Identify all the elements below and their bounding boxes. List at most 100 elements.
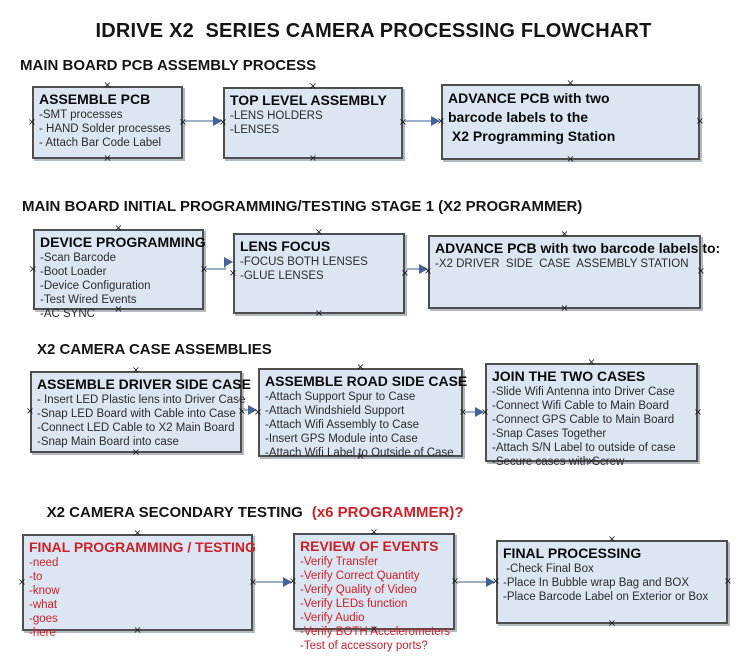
connection-anchor-icon[interactable]: × xyxy=(114,304,123,315)
connector-arrow[interactable] xyxy=(185,120,214,122)
flow-box-lens-focus[interactable]: × × × × LENS FOCUS -FOCUS BOTH LENSES -G… xyxy=(229,228,409,319)
box-text-line: barcode labels to the xyxy=(448,109,589,125)
connection-anchor-icon[interactable]: × xyxy=(458,406,468,418)
box-item: -Verify Transfer xyxy=(300,556,378,568)
flow-box-top-level-assembly[interactable]: × × × × TOP LEVEL ASSEMBLY -LENS HOLDERS… xyxy=(219,82,407,164)
connection-anchor-icon[interactable]: × xyxy=(436,116,446,127)
flow-box-assemble-road-side-case[interactable]: × × × × ASSEMBLE ROAD SIDE CASE -Attach … xyxy=(254,363,467,462)
connection-anchor-icon[interactable]: × xyxy=(398,117,408,128)
box-item: -Verify BOTH Accelerometers xyxy=(300,626,451,638)
flow-box-final-programming-testing[interactable]: × × × × FINAL PROGRAMMING / TESTING -nee… xyxy=(18,529,257,640)
connection-anchor-icon[interactable]: × xyxy=(308,153,318,164)
connection-anchor-icon[interactable]: × xyxy=(560,303,569,314)
flow-box-assemble-pcb[interactable]: × × × × ASSEMBLE PCB -SMT processes - HA… xyxy=(28,81,187,164)
section-heading-secondary-testing: X2 CAMERA SECONDARY TESTING(x6 PROGRAMME… xyxy=(30,487,464,538)
connection-anchor-icon[interactable]: × xyxy=(178,116,188,128)
connection-anchor-icon[interactable]: × xyxy=(566,78,575,89)
flow-box-final-processing[interactable]: × × × × FINAL PROCESSING -Check Final Bo… xyxy=(492,535,732,629)
flow-box-review-of-events[interactable]: × × × × REVIEW OF EVENTS -Verify Transfe… xyxy=(289,528,459,653)
connection-anchor-icon[interactable]: × xyxy=(369,527,379,538)
box-item: -GLUE LENSES xyxy=(240,270,324,282)
connection-anchor-icon[interactable]: × xyxy=(491,576,501,587)
connection-anchor-icon[interactable]: × xyxy=(253,406,263,418)
connection-anchor-icon[interactable]: × xyxy=(237,406,247,417)
box-item: -Attach Wifi Label to Outside of Case xyxy=(265,447,454,459)
box-item: -Boot Loader xyxy=(40,266,107,278)
connection-anchor-icon[interactable]: × xyxy=(17,576,27,588)
connection-anchor-icon[interactable]: × xyxy=(356,362,365,373)
connection-anchor-icon[interactable]: × xyxy=(314,227,324,238)
arrowhead-icon xyxy=(283,577,292,587)
connection-anchor-icon[interactable]: × xyxy=(27,116,37,128)
connection-anchor-icon[interactable]: × xyxy=(314,308,324,319)
connector-arrow[interactable] xyxy=(457,581,487,583)
connection-anchor-icon[interactable]: × xyxy=(480,406,490,418)
box-item: -Snap Cases Together xyxy=(492,428,607,440)
connection-anchor-icon[interactable]: × xyxy=(587,456,596,467)
connection-anchor-icon[interactable]: × xyxy=(131,447,141,458)
box-item: -Place In Bubble wrap Bag and BOX xyxy=(503,577,690,589)
connection-anchor-icon[interactable]: × xyxy=(133,625,142,636)
box-item: -Scan Barcode xyxy=(40,252,117,264)
box-item: -Connect Wifi Cable to Main Board xyxy=(492,400,670,412)
connection-anchor-icon[interactable]: × xyxy=(566,154,575,165)
connection-anchor-icon[interactable]: × xyxy=(400,267,410,279)
box-title: ADVANCE PCB with two barcode labels to: xyxy=(435,240,721,256)
box-text-line: X2 Programming Station xyxy=(448,128,616,144)
box-item: -SMT processes xyxy=(39,109,123,121)
arrowhead-icon xyxy=(419,264,428,274)
box-title: ASSEMBLE DRIVER SIDE CASE xyxy=(37,376,251,392)
connector-arrow[interactable] xyxy=(405,120,432,122)
connection-anchor-icon[interactable]: × xyxy=(695,116,705,127)
connector-arrow[interactable] xyxy=(465,411,476,413)
connection-anchor-icon[interactable]: × xyxy=(288,575,298,587)
flow-box-join-the-two-cases[interactable]: × × × × JOIN THE TWO CASES -Slide Wifi A… xyxy=(481,358,702,469)
flow-box-device-programming[interactable]: × × × × DEVICE PROGRAMMING -Scan Barcode… xyxy=(29,224,208,321)
connection-anchor-icon[interactable]: × xyxy=(607,618,617,629)
connection-anchor-icon[interactable]: × xyxy=(369,624,379,635)
connection-anchor-icon[interactable]: × xyxy=(114,223,123,234)
connector-arrow[interactable] xyxy=(206,268,226,270)
connection-anchor-icon[interactable]: × xyxy=(103,153,112,164)
connection-anchor-icon[interactable]: × xyxy=(450,575,460,587)
arrowhead-icon xyxy=(431,116,440,126)
box-title: FINAL PROCESSING xyxy=(503,545,642,561)
flow-box-advance-pcb-programming-station[interactable]: × × × × ADVANCE PCB with two barcode lab… xyxy=(437,79,704,165)
box-item: -Attach Wifi Assembly to Case xyxy=(265,419,420,431)
connection-anchor-icon[interactable]: × xyxy=(133,528,142,539)
connection-anchor-icon[interactable]: × xyxy=(356,451,365,462)
connection-anchor-icon[interactable]: × xyxy=(696,266,706,277)
box-item: -LENS HOLDERS xyxy=(230,110,323,122)
flow-box-assemble-driver-side-case[interactable]: × × × × ASSEMBLE DRIVER SIDE CASE - Inse… xyxy=(26,366,251,458)
connection-anchor-icon[interactable]: × xyxy=(587,357,596,368)
box-item: -Slide Wifi Antenna into Driver Case xyxy=(492,386,675,398)
connection-anchor-icon[interactable]: × xyxy=(723,576,733,587)
connection-anchor-icon[interactable]: × xyxy=(423,266,433,277)
connector-arrow[interactable] xyxy=(407,268,420,270)
connection-anchor-icon[interactable]: × xyxy=(25,406,35,417)
box-title: TOP LEVEL ASSEMBLY xyxy=(230,92,387,108)
arrowhead-icon xyxy=(248,405,257,415)
connection-anchor-icon[interactable]: × xyxy=(308,81,318,92)
flowchart-title: IDRIVE X2 SERIES CAMERA PROCESSING FLOWC… xyxy=(95,20,652,42)
connection-anchor-icon[interactable]: × xyxy=(131,365,141,376)
heading-black-part: X2 CAMERA SECONDARY TESTING xyxy=(46,504,303,521)
connector-arrow[interactable] xyxy=(243,409,250,411)
box-item: -AC SYNC xyxy=(40,308,95,320)
box-item: -Place Barcode Label on Exterior or Box xyxy=(503,591,709,603)
connection-anchor-icon[interactable]: × xyxy=(199,263,209,275)
box-item: -Verify Correct Quantity xyxy=(300,570,420,582)
connection-anchor-icon[interactable]: × xyxy=(560,229,569,240)
connection-anchor-icon[interactable]: × xyxy=(248,576,258,588)
connection-anchor-icon[interactable]: × xyxy=(28,263,38,275)
connection-anchor-icon[interactable]: × xyxy=(607,534,617,545)
connection-anchor-icon[interactable]: × xyxy=(228,267,238,279)
box-item: -X2 DRIVER SIDE CASE ASSEMBLY STATION xyxy=(435,258,689,270)
box-item: -Device Configuration xyxy=(40,280,151,292)
connection-anchor-icon[interactable]: × xyxy=(218,117,228,128)
connection-anchor-icon[interactable]: × xyxy=(103,80,112,91)
flow-box-advance-pcb-driver-side-station[interactable]: × × × × ADVANCE PCB with two barcode lab… xyxy=(424,230,721,314)
connector-arrow[interactable] xyxy=(255,581,284,583)
connection-anchor-icon[interactable]: × xyxy=(693,406,703,418)
